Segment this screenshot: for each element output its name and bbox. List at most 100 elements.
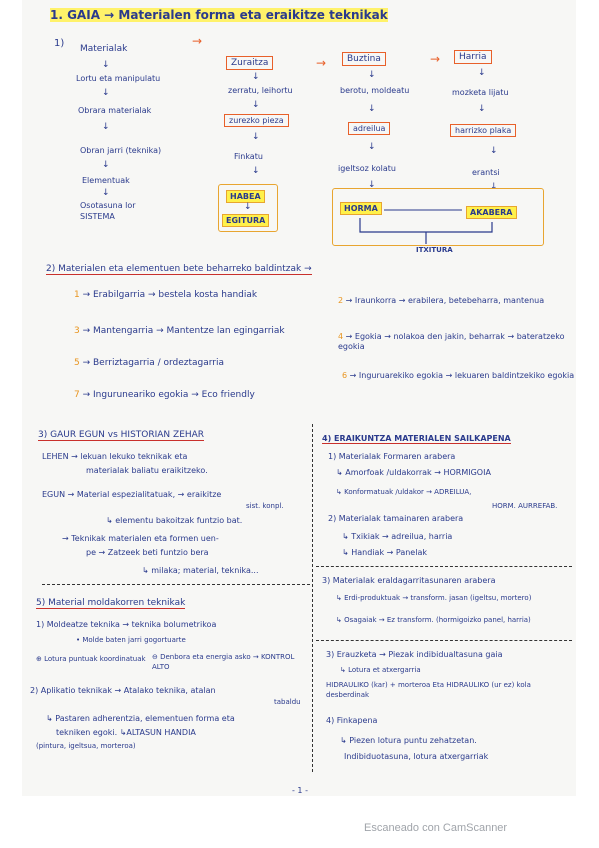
s4-line-4: 2) Materialak tamainaren arabera	[328, 514, 464, 523]
column-divider	[312, 424, 313, 772]
down-arrow-icon: ↓	[490, 182, 498, 192]
down-arrow-icon: ↓	[368, 180, 376, 190]
habe-group-frame	[218, 184, 278, 232]
scanner-watermark: Escaneado con CamScanner	[364, 822, 508, 834]
down-arrow-icon: ↓	[368, 104, 376, 114]
s4-line-7: 3) Materialak eraldagarritasunaren arabe…	[322, 576, 496, 585]
right-arrow-icon: →	[192, 34, 203, 48]
s5-title: 5) Material moldakorren teknikak	[36, 598, 186, 609]
col-head-buztina: Buztina	[342, 52, 386, 66]
s4-line-8: ↳ Erdi-produktuak → transform. jasan (ig…	[336, 594, 532, 602]
buz-step-a: berotu, moldeatu	[340, 86, 410, 95]
s3-line-1: materialak baliatu eraikitzeko.	[86, 466, 208, 475]
s2-item-3: 3 → Mantengarria → Mantentze lan egingar…	[74, 326, 285, 336]
page-number: - 1 -	[292, 786, 308, 795]
zur-step-c: Finkatu	[234, 152, 263, 161]
s5-line-3: ⊖ Denbora eta energia asko → KONTROL ALT…	[152, 653, 295, 671]
har-step-b: harrizko plaka	[450, 124, 517, 137]
section-divider	[316, 566, 572, 567]
down-arrow-icon: ↓	[102, 60, 110, 70]
s4-line-2: ↳ Konformatuak /uldakor → ADREILUA,	[336, 488, 472, 496]
down-arrow-icon: ↓	[252, 72, 260, 82]
s4-line-14: ↳ Piezen lotura puntu zehatzetan.	[340, 736, 477, 745]
s3-line-6: pe → Zatzeek beti funtzio bera	[86, 548, 209, 557]
s4-line-5: ↳ Txikiak → adreilua, harria	[342, 532, 453, 541]
down-arrow-icon: ↓	[102, 88, 110, 98]
s4-line-6: ↳ Handiak → Panelak	[342, 548, 427, 557]
col-head-zuraitza: Zuraitza	[226, 56, 274, 70]
right-arrow-icon: →	[430, 52, 441, 66]
s3-line-5: → Teknikak materialen eta formen uen-	[62, 534, 219, 543]
right-arrow-icon: →	[316, 56, 327, 70]
har-step-c: erantsi	[472, 168, 500, 177]
s5-line-5: tabaldu	[274, 698, 301, 706]
s4-line-13: 4) Finkapena	[326, 716, 378, 725]
s3-title: 3) GAUR EGUN vs HISTORIAN ZEHAR	[38, 430, 205, 441]
s3-line-2: EGUN → Material espezialitatuak, → eraik…	[42, 490, 222, 499]
s4-line-15: Indibiduotasuna, lotura atxergarriak	[344, 752, 489, 761]
section-divider	[42, 584, 310, 585]
s1-flow-1: Lortu eta manipulatu	[76, 74, 161, 83]
s4-title: 4) ERAIKUNTZA MATERIALEN SAILKAPENA	[322, 434, 511, 444]
s2-item-6: 6 → Inguruarekiko egokia → lekuaren bald…	[342, 371, 575, 380]
s1-flow-4: Elementuak	[82, 176, 130, 185]
down-arrow-icon: ↓	[252, 166, 260, 176]
down-arrow-icon: ↓	[478, 68, 486, 78]
buz-step-c: igeltsoz kolatu	[338, 164, 396, 173]
s4-line-0: 1) Materialak Formaren arabera	[328, 452, 456, 461]
s3-line-4: ↳ elementu bakoitzak funtzio bat.	[106, 516, 243, 525]
zur-step-a: zerratu, leihortu	[228, 86, 293, 95]
s1-flow-0: Materialak	[80, 44, 128, 54]
s2-item-2: 2 → Iraunkorra → erabilera, betebeharra,…	[338, 296, 545, 305]
buz-step-b: adreilua	[348, 122, 391, 135]
box-horma: HORMA	[340, 202, 382, 215]
s2-item-5: 5 → Berriztagarria / ordeztagarria	[74, 358, 225, 368]
s2-item-7: 7 → Inguruneariko egokia → Eco friendly	[74, 390, 255, 400]
s2-item-1: 1 → Erabilgarria → bestela kosta handiak	[74, 290, 258, 300]
box-akabera: AKABERA	[466, 206, 517, 219]
down-arrow-icon: ↓	[102, 122, 110, 132]
down-arrow-icon: ↓	[478, 104, 486, 114]
section-divider	[316, 640, 572, 641]
down-arrow-icon: ↓	[368, 70, 376, 80]
s3-line-3: sist. konpl.	[246, 502, 284, 510]
s4-line-10: 3) Erauzketa → Piezak indibidualtasuna g…	[326, 650, 503, 659]
s1-flow-5: Osotasuna lor SISTEMA	[80, 201, 136, 221]
s2-title: 2) Materialen eta elementuen bete beharr…	[46, 264, 312, 275]
down-arrow-icon: ↓	[368, 142, 376, 152]
page-title: 1. GAIA → Materialen forma eta eraikitze…	[50, 8, 388, 22]
down-arrow-icon: ↓	[244, 202, 252, 212]
s5-line-0: 1) Moldeatze teknika → teknika bolumetri…	[36, 620, 217, 629]
down-arrow-icon: ↓	[252, 132, 260, 142]
label-itxitura: ITXITURA	[416, 246, 453, 254]
zur-step-b: zurezko pieza	[224, 114, 289, 127]
s5-line-4: 2) Aplikatio teknikak → Atalako teknika,…	[30, 686, 216, 695]
s3-line-7: ↳ milaka; material, teknika...	[142, 566, 259, 575]
s4-line-11: ↳ Lotura et atxergarria	[340, 666, 421, 674]
har-step-a: mozketa lijatu	[452, 88, 509, 97]
scanned-paper: 1. GAIA → Materialen forma eta eraikitze…	[22, 0, 576, 796]
s4-line-1: ↳ Amorfoak /uldakorrak → HORMIGOIA	[336, 468, 491, 477]
s4-line-3: HORM. AURREFAB.	[492, 502, 558, 510]
s1-number: 1)	[54, 38, 65, 49]
s1-flow-3: Obran jarri (teknika)	[80, 146, 162, 155]
s5-line-1: • Molde baten jarri gogortuarte	[76, 636, 186, 644]
down-arrow-icon: ↓	[102, 160, 110, 170]
down-arrow-icon: ↓	[102, 188, 110, 198]
down-arrow-icon: ↓	[252, 100, 260, 110]
box-egitura: EGITURA	[222, 214, 270, 227]
s3-line-0: LEHEN → lekuan lekuko teknikak eta	[42, 452, 188, 461]
s5-line-7: tekniken egoki. ↳ALTASUN HANDIA	[56, 728, 196, 737]
itxitura-bracket	[359, 209, 493, 244]
s5-line-8: (pintura, igeltsua, morteroa)	[36, 742, 136, 750]
col-head-harria: Harria	[454, 50, 492, 64]
itxitura-group-frame	[332, 188, 544, 246]
s5-line-2: ⊕ Lotura puntuak koordinatuak	[36, 655, 146, 663]
s2-item-4: 4 → Egokia → nolakoa den jakin, beharrak…	[338, 332, 565, 351]
down-arrow-icon: ↓	[490, 146, 498, 156]
s4-line-12: HIDRAULIKO (kar) + morteroa Eta HIDRAULI…	[326, 681, 531, 699]
s5-line-6: ↳ Pastaren adherentzia, elementuen forma…	[46, 714, 235, 723]
box-habea: HABEA	[226, 190, 265, 203]
s1-flow-2: Obrara materialak	[78, 106, 152, 115]
s4-line-9: ↳ Osagaiak → Ez transform. (hormigoizko …	[336, 616, 531, 624]
